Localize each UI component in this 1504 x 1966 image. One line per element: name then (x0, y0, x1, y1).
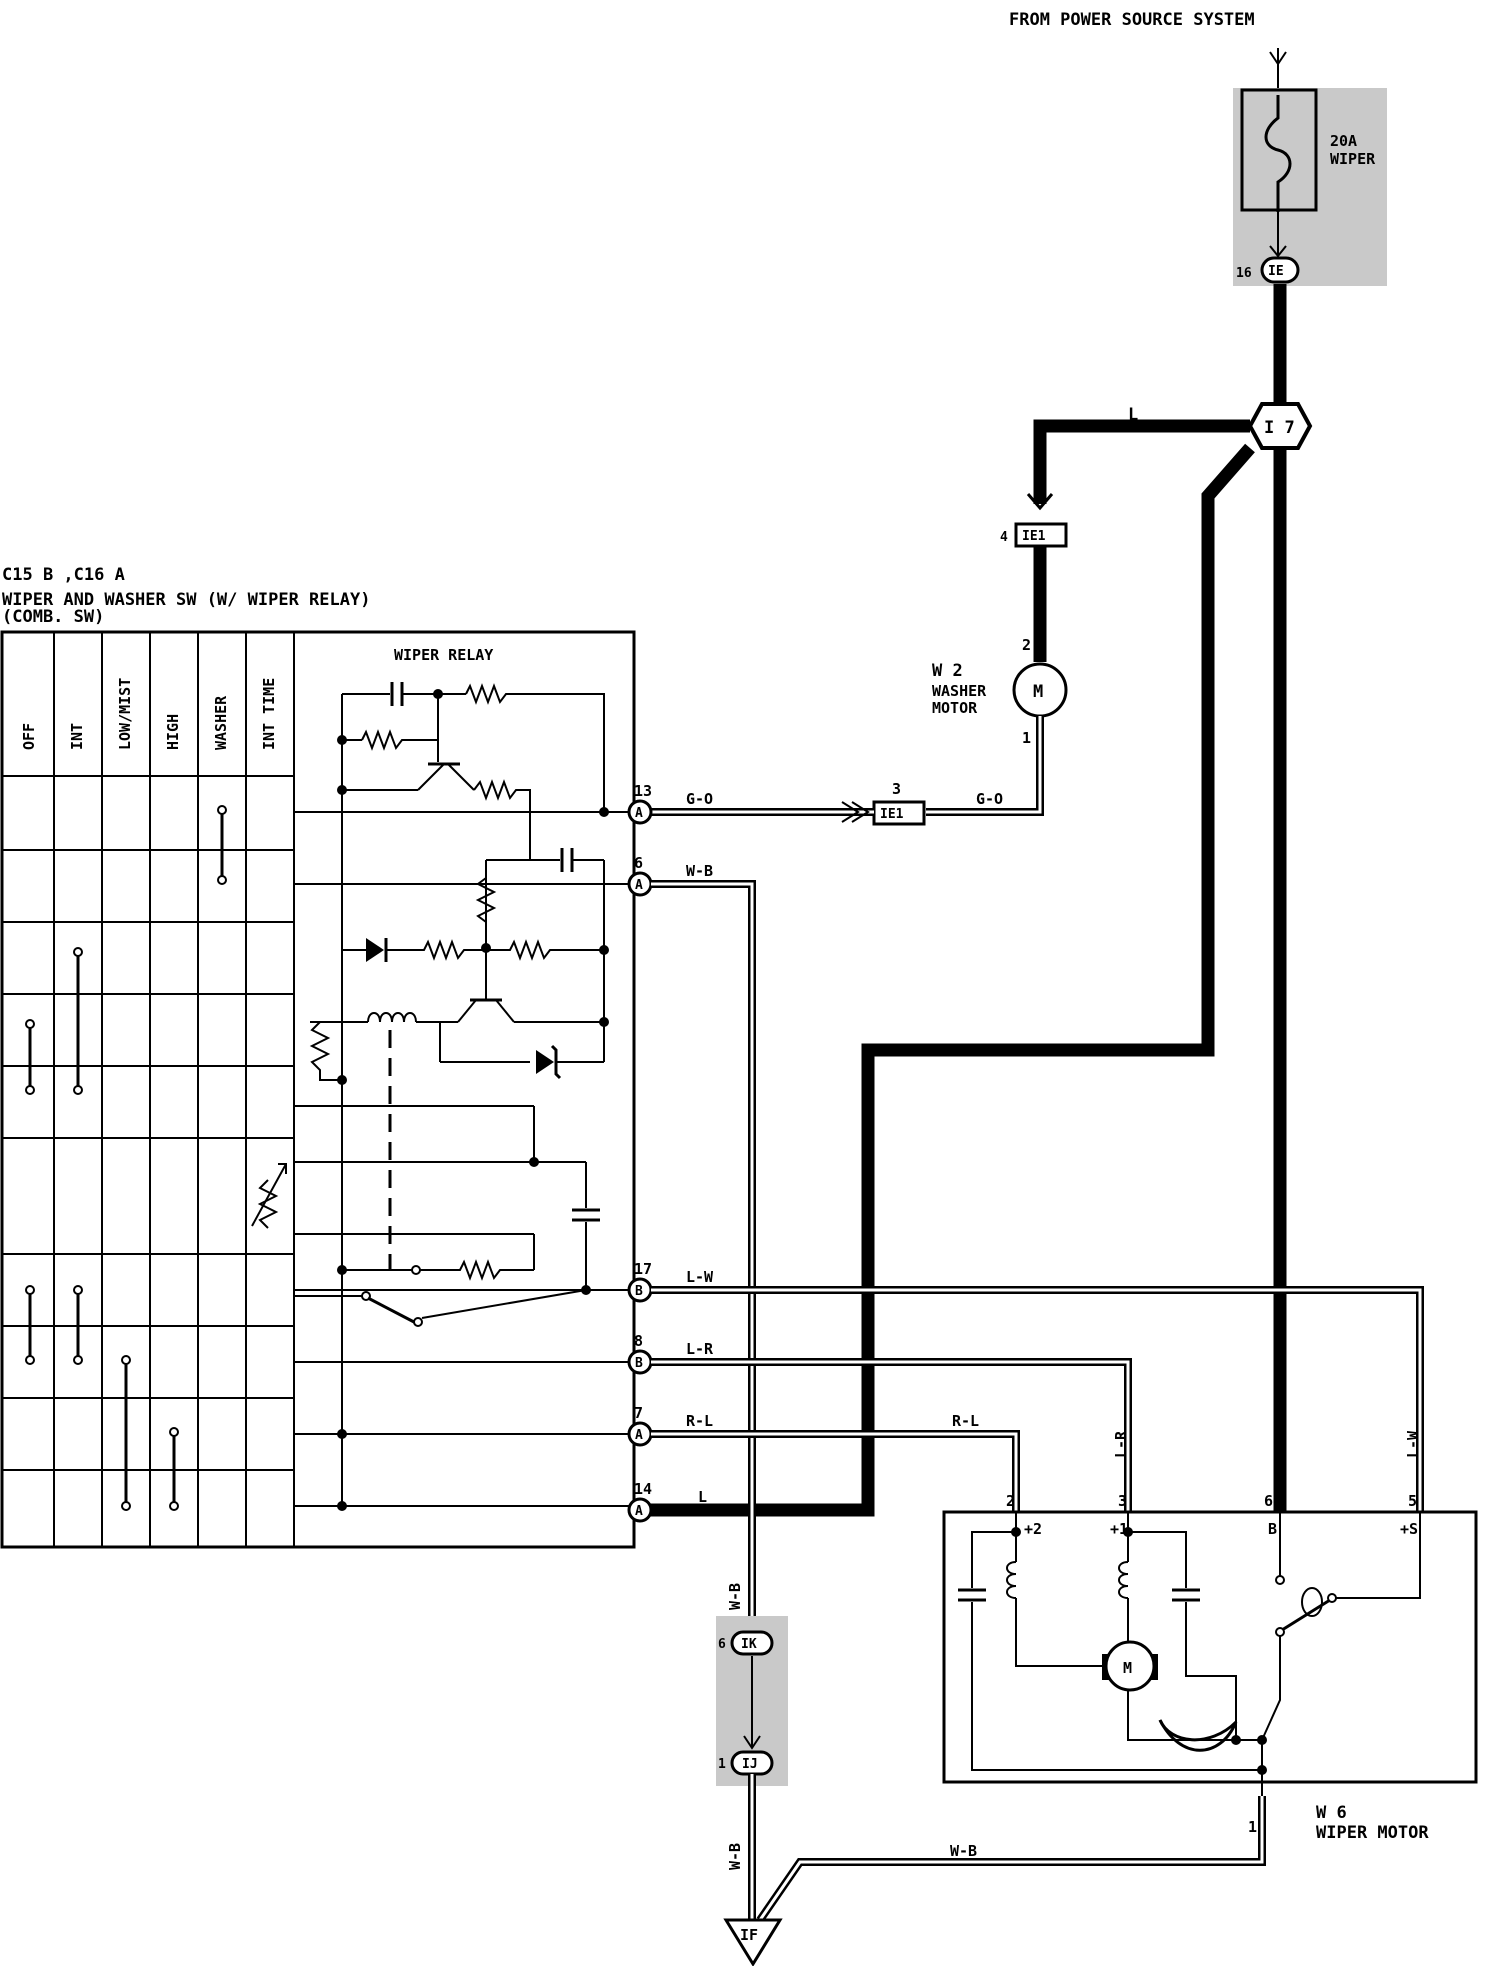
terminal-6-pin: 6 (634, 854, 643, 872)
wiper-motor-internal (958, 1512, 1421, 1796)
wiper-pin-5: 5 (1408, 1492, 1417, 1510)
wiper-motor-name: WIPER MOTOR (1316, 1823, 1429, 1843)
wire-wb-bottom-label: W-B (950, 1842, 977, 1860)
ground-connector-upper-code: IK (741, 1637, 757, 1652)
terminal-13: A 13 G-O (627, 782, 713, 825)
col-high: HIGH (164, 714, 182, 750)
terminal-17-wire: L-W (686, 1268, 714, 1286)
wire-wb-upper-label: W-B (726, 1583, 744, 1610)
ground-triangle (723, 1918, 783, 1966)
washer-connector-bottom-code: IE1 (880, 807, 904, 822)
svg-text:A: A (635, 806, 643, 821)
svg-text:B: B (635, 1356, 643, 1371)
svg-text:A: A (635, 1504, 643, 1519)
svg-text:B: B (635, 1284, 643, 1299)
terminal-17: B 17 L-W (627, 1260, 714, 1303)
wiper-terminal-plus-s: +S (1400, 1520, 1418, 1538)
wiper-motor-m: M (1123, 1659, 1132, 1677)
wiper-pin-6: 6 (1264, 1492, 1273, 1510)
col-off: OFF (20, 723, 38, 750)
terminal-14-wire: L (698, 1488, 707, 1506)
wire-wb-motor-ground (756, 1796, 1266, 1923)
terminal-13-pin: 13 (634, 782, 652, 800)
wiper-pin-3: 3 (1118, 1492, 1127, 1510)
wire-wb-lower-label: W-B (726, 1843, 744, 1870)
switch-position-grid (2, 632, 295, 1547)
wire-lw (651, 1286, 1424, 1512)
col-int-time: INT TIME (260, 678, 278, 750)
washer-connector-bottom-pin: 3 (892, 780, 901, 798)
wire-l-to-terminal14 (650, 443, 1255, 1517)
ground-connector-upper-pin: 6 (718, 1637, 726, 1652)
terminal-8: B 8 L-R (627, 1332, 714, 1375)
wiper-terminal-plus2: +2 (1024, 1520, 1042, 1538)
washer-feed-arrow (1026, 493, 1054, 511)
col-int: INT (68, 723, 86, 750)
washer-connector-top-code: IE1 (1022, 529, 1046, 544)
relay-circuit (251, 682, 634, 1511)
wiper-motor-code: W 6 (1316, 1803, 1347, 1823)
fuse-block-shading (1233, 88, 1387, 286)
switch-contact-bars (25, 805, 227, 1511)
washer-motor-code: W 2 (932, 661, 963, 681)
washer-pin-bottom: 1 (1022, 729, 1031, 747)
fuse-connector-code: IE (1268, 264, 1284, 279)
terminal-17-pin: 17 (634, 1260, 652, 1278)
svg-text:A: A (635, 878, 643, 893)
wire-lr-vertical-label: L-R (1112, 1430, 1130, 1458)
terminal-7-wire: R-L (686, 1412, 713, 1430)
washer-motor-m: M (1033, 682, 1043, 702)
terminal-6: A 6 W-B (627, 854, 713, 897)
wire-lw-vertical-label: L-W (1404, 1430, 1422, 1458)
svg-text:A: A (635, 1428, 643, 1443)
fuse-symbol (1264, 95, 1292, 212)
switch-outline (0, 630, 636, 1549)
fuse-name: WIPER (1330, 150, 1376, 168)
terminal-7-pin: 7 (634, 1404, 643, 1422)
power-source-label: FROM POWER SOURCE SYSTEM (1009, 10, 1255, 30)
fuse-connector (1260, 256, 1300, 284)
switch-code-line: C15 B ,C16 A (2, 565, 125, 585)
washer-motor-name1: WASHER (932, 682, 987, 700)
fuse-output-arrow (1269, 245, 1287, 258)
terminal-13-wire: G-O (686, 790, 713, 808)
wire-rl-label-right: R-L (952, 1412, 979, 1430)
washer-motor-name2: MOTOR (932, 699, 978, 717)
terminal-8-pin: 8 (634, 1332, 643, 1350)
switch-title1: WIPER AND WASHER SW (W/ WIPER RELAY) (2, 590, 370, 610)
wiper-motor-outline (942, 1510, 1478, 1784)
junction-label: I 7 (1264, 418, 1295, 438)
terminal-6-wire: W-B (686, 862, 713, 880)
wiper-pin-2: 2 (1006, 1492, 1015, 1510)
relay-title: WIPER RELAY (394, 646, 493, 664)
terminal-7: A 7 R-L (627, 1404, 713, 1447)
wire-go-label-right: G-O (976, 790, 1003, 808)
switch-title2: (COMB. SW) (2, 607, 104, 627)
col-washer: WASHER (212, 695, 230, 750)
wire-l-to-washer (1033, 419, 1250, 504)
ground-connector-upper (730, 1630, 774, 1656)
washer-connector-top-pin: 4 (1000, 530, 1008, 545)
fuse-connector-pin: 16 (1236, 266, 1252, 281)
terminal-8-wire: L-R (686, 1340, 714, 1358)
terminal-14: A 14 L (627, 1480, 707, 1523)
washer-pin-top: 2 (1022, 636, 1031, 654)
power-input-arrow (1269, 51, 1287, 66)
fuse-rating: 20A (1330, 132, 1357, 150)
wiper-ground-pin: 1 (1248, 1818, 1257, 1836)
ground-connector-lower-pin: 1 (718, 1757, 726, 1772)
ground-connector-lower-code: IJ (742, 1757, 758, 1772)
wire-l-label: L (1128, 405, 1138, 425)
ground-label: IF (740, 1926, 758, 1944)
wiper-terminal-b: B (1268, 1520, 1277, 1538)
terminal-14-pin: 14 (634, 1480, 652, 1498)
col-low-mist: LOW/MIST (116, 678, 134, 750)
